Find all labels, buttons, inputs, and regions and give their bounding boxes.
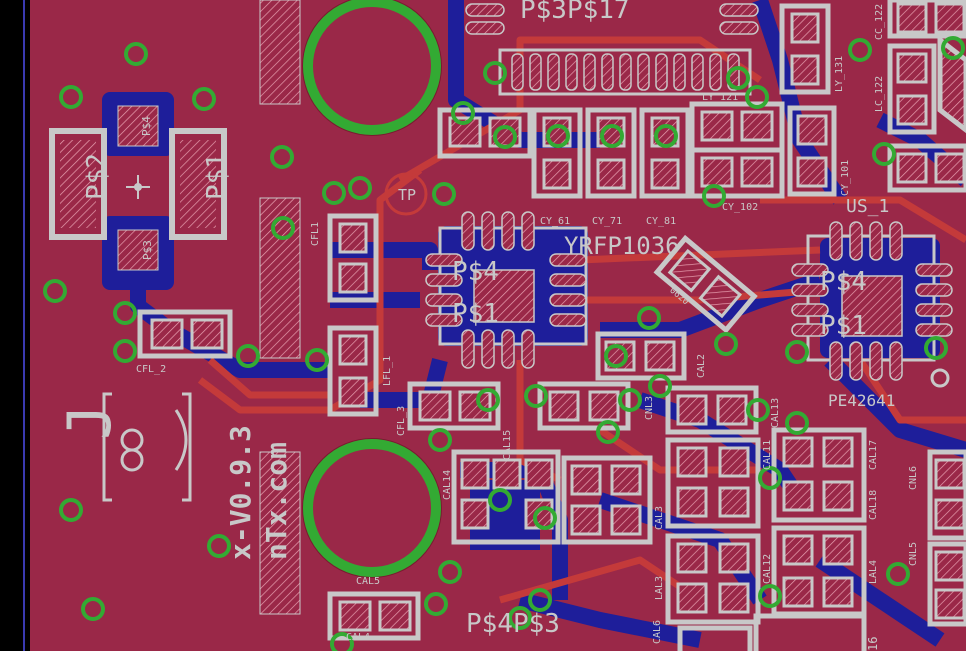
cy101-label: CY_101 (840, 160, 851, 196)
lfl1-label: LFL_1 (382, 356, 393, 386)
cal13-label: CAL13 (770, 398, 781, 428)
smd-components[interactable] (137, 0, 966, 651)
ic-yrfp1036[interactable]: P$4 P$1 YRFP1036 (425, 211, 680, 369)
cnl6-label: CNL6 (908, 466, 919, 490)
rf-connector[interactable]: P$2 P$1 P$4 P$3 (49, 105, 232, 271)
cal5-label: CAL5 (356, 576, 380, 587)
lal3-label: LAL3 (654, 576, 665, 600)
ly131-label: LY_131 (834, 56, 845, 92)
cnl5-label: CNL5 (908, 542, 919, 566)
pad-label-top: P$4 (140, 116, 153, 136)
cfl2-label: CFL_2 (136, 364, 166, 375)
board-logo: J x-V0.9.3 nTx.com (55, 392, 293, 560)
cal12-label: CAL12 (762, 554, 773, 584)
cal6-label: CAL6 (652, 620, 663, 644)
cy71-label: CY_71 (592, 216, 622, 227)
ic-yrfp-p1: P$1 (452, 299, 499, 329)
ic-yrfp-label: YRFP1036 (564, 232, 680, 260)
ic-us1-label: US_1 (846, 196, 889, 217)
cal15-label: CAL15 (502, 430, 513, 460)
pad-label-bottom: P$3 (141, 240, 154, 260)
ic-yrfp-p4: P$4 (452, 257, 499, 287)
cal4-label: CAL4 (346, 632, 370, 643)
pad-label-pp2: P$2 (82, 153, 112, 200)
ic-top-label: P$3P$17 (520, 0, 630, 25)
cfl1-label: CFL1 (310, 222, 321, 246)
cal17-label: CAL17 (868, 440, 879, 470)
cal2-label: CAL2 (696, 354, 707, 378)
lal4-label: LAL4 (868, 560, 879, 584)
vias (43, 36, 965, 651)
cy81-label: CY_81 (646, 216, 676, 227)
cal3-label: CAL3 (654, 506, 665, 530)
cy102-label: CY_102 (722, 202, 758, 213)
slot-pads (259, 0, 301, 615)
cal14-label: CAL14 (442, 470, 453, 500)
ic-us-p4: P$4 (820, 267, 867, 297)
ic-pe-label: PE42641 (828, 391, 895, 410)
tp-label: TP (398, 186, 416, 204)
cnl3-label: CNL3 (644, 396, 655, 420)
cal11-label: CAL11 (762, 440, 773, 470)
cal18-label: CAL18 (868, 490, 879, 520)
website-label: nTx.com (260, 442, 293, 560)
version-label: x-V0.9.3 (224, 425, 257, 560)
pad-label-pp1: P$1 (202, 153, 232, 200)
silkscreen-labels: TP CFL1 CFL_2 LFL_1 CFL_3 CAL5 CAL4 CY_6… (136, 4, 919, 651)
ic-us-p1: P$1 (820, 311, 867, 341)
cy61-label: CY_61 (540, 216, 570, 227)
ic-pe42641[interactable]: US_1 P$4 P$1 PE42641 (791, 196, 953, 410)
cc122-label: CC_122 (874, 4, 885, 40)
ly121-label: LY_121 (702, 92, 738, 103)
mounting-holes (302, 0, 442, 578)
lc122-label: LC_122 (874, 76, 885, 112)
ic-top[interactable]: P$3P$17 (465, 0, 759, 96)
cfl3-label: CFL_3 (396, 406, 407, 436)
bottom-pad-label: P$4P$3 (466, 609, 560, 639)
label-16: 16 (866, 637, 880, 651)
logo-glyph-icon: J (55, 404, 125, 440)
